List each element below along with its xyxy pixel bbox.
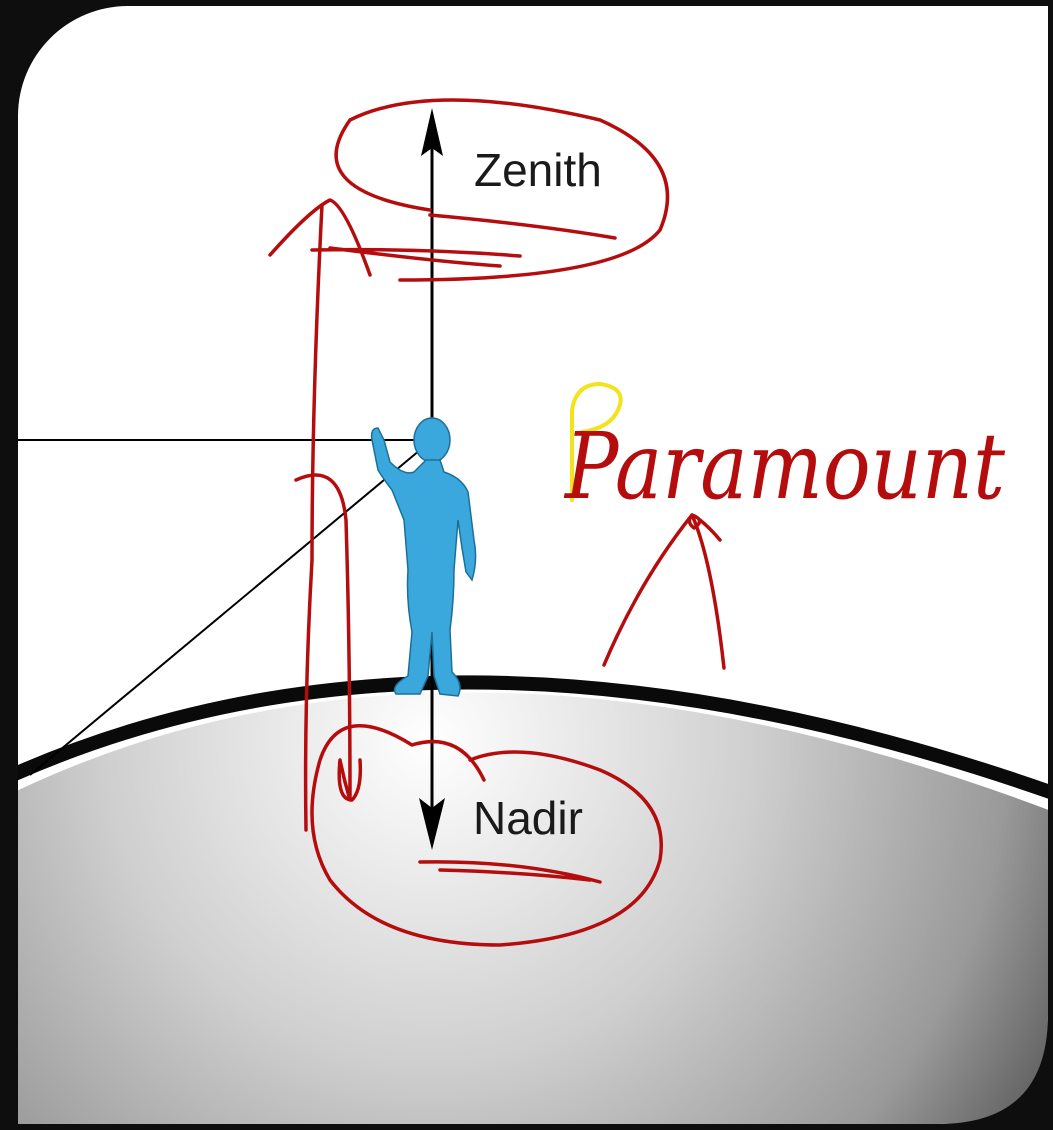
nadir-circle-stroke [310, 723, 663, 947]
nadir-label: Nadir [473, 792, 583, 844]
zenith-circle-stroke [334, 98, 670, 282]
zenith-arrow-icon [421, 108, 443, 156]
paramount-arrow-stroke [602, 513, 726, 670]
diagonal-reference-line [29, 439, 433, 776]
red-ink-annotations [268, 98, 726, 947]
horizon-line [18, 675, 1048, 817]
connector-stroke [294, 203, 363, 832]
zenith-label: Zenith [474, 144, 602, 196]
zenith-arrow-stroke [268, 198, 522, 277]
observer-figure-icon [370, 417, 477, 697]
paramount-annotation: Paramount [563, 413, 1006, 520]
nadir-arrow-icon [419, 798, 445, 850]
paramount-highlight-stroke [570, 381, 623, 502]
nadir-underline-stroke [418, 860, 602, 884]
earth-surface [18, 692, 1048, 1124]
zenith-underline-stroke [428, 213, 617, 240]
